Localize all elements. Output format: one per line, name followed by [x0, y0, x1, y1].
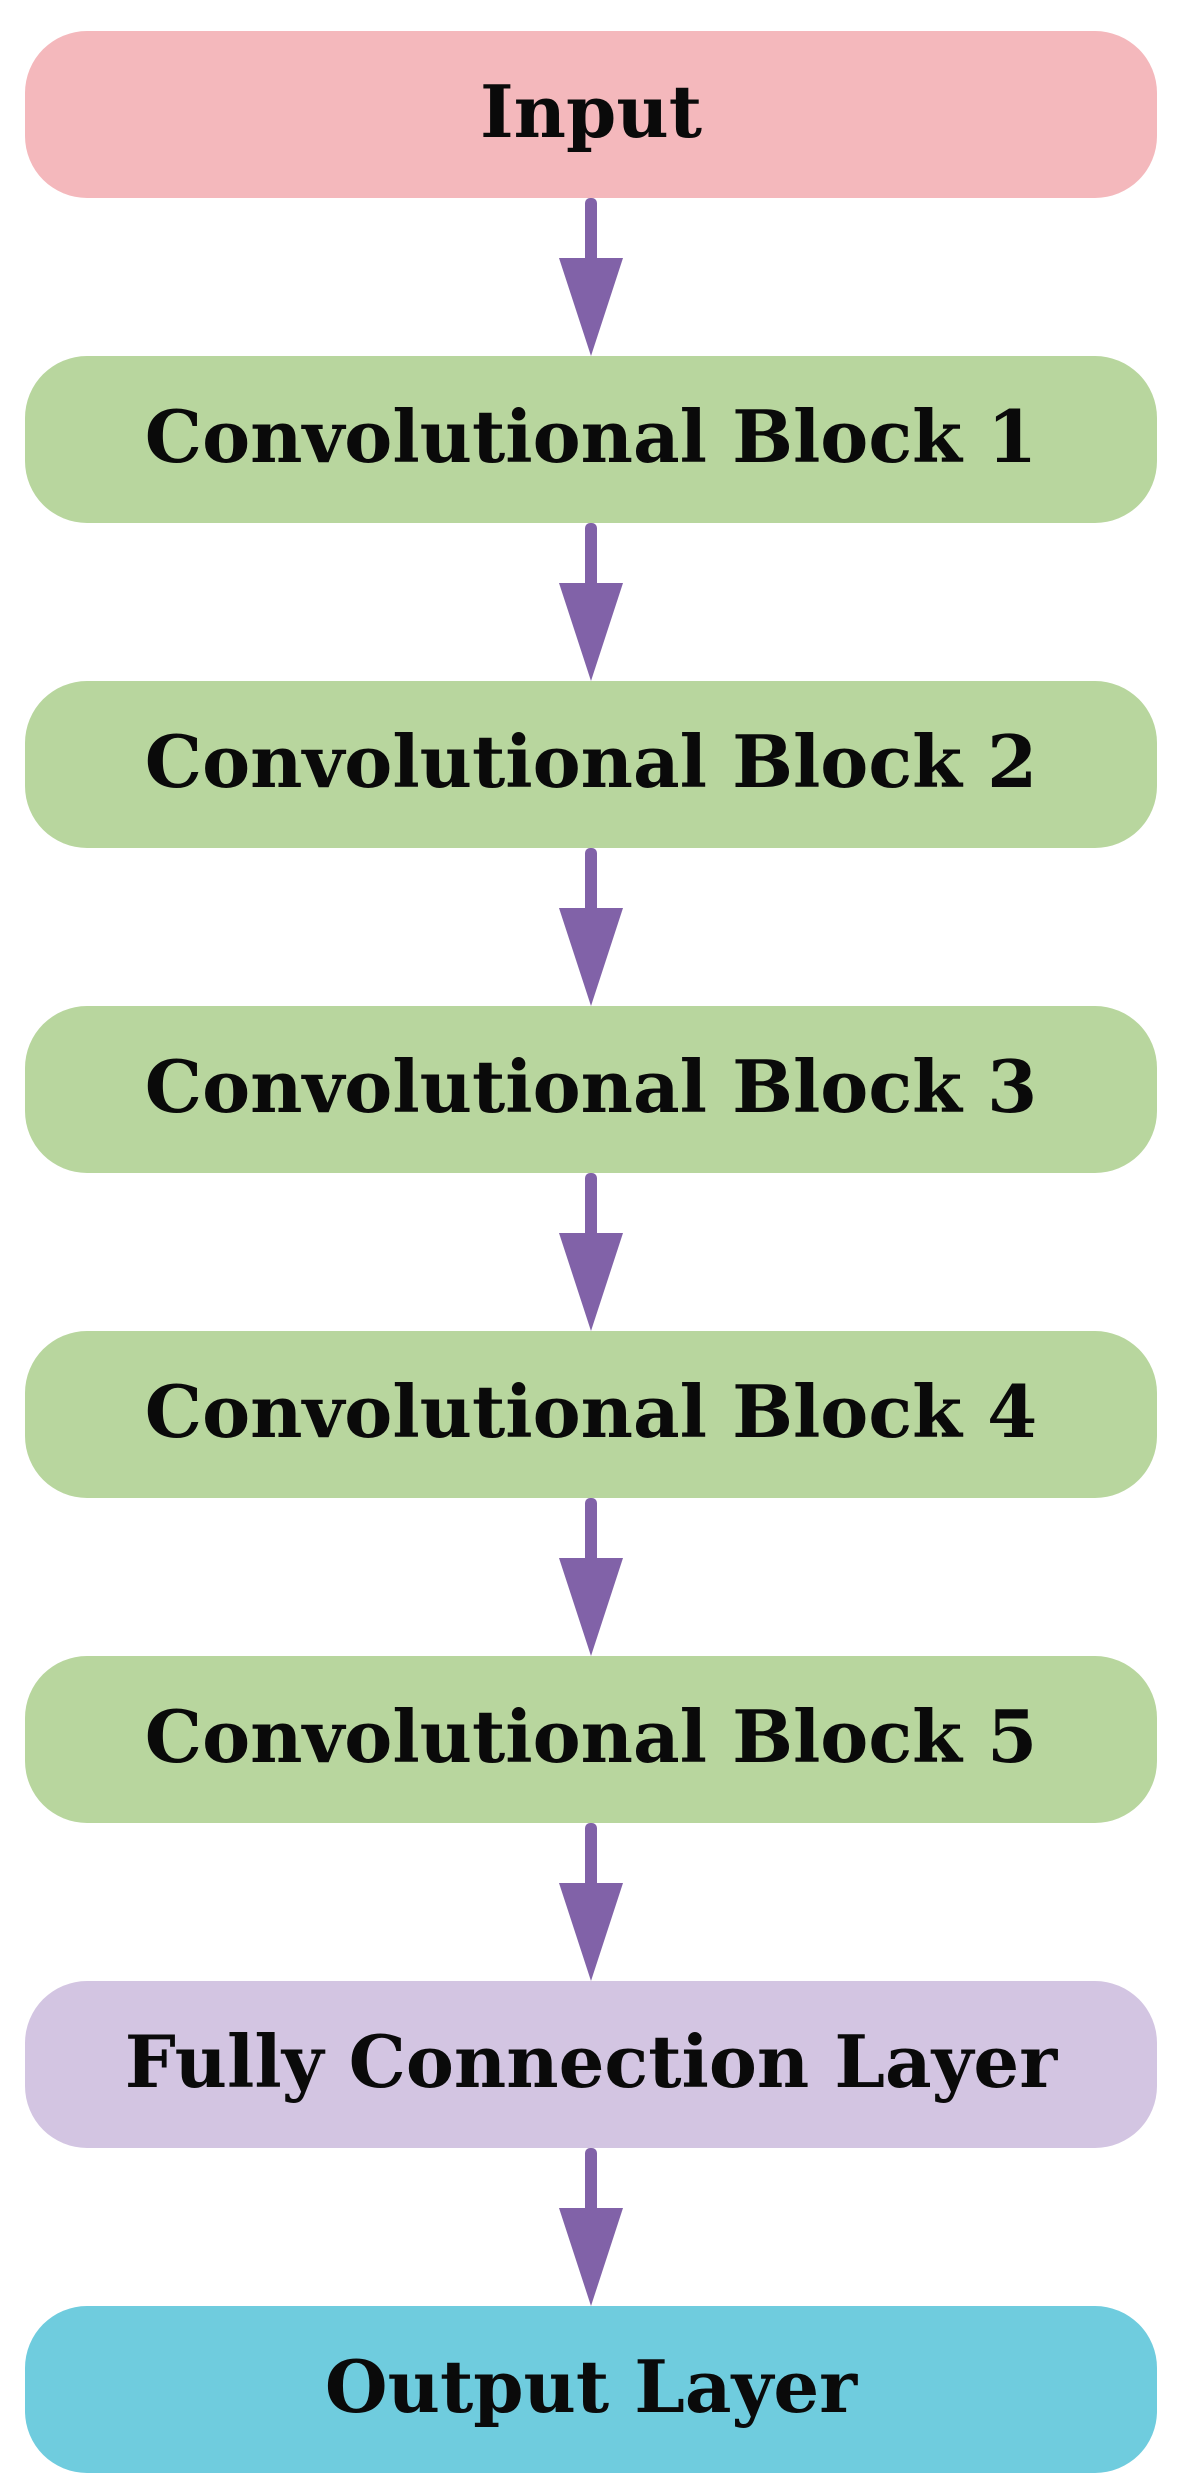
- arrow-stem: [585, 523, 597, 593]
- flow-node-output-layer: Output Layer: [25, 2306, 1157, 2473]
- flow-arrow-down: [558, 523, 624, 681]
- flow-node-fully-connection-layer: Fully Connection Layer: [25, 1981, 1157, 2148]
- flow-node-label: Convolutional Block 1: [144, 393, 1038, 479]
- flow-arrow-down: [558, 848, 624, 1006]
- arrow-stem: [585, 198, 597, 268]
- arrow-head-icon: [559, 908, 623, 1006]
- flow-arrow-down: [558, 1173, 624, 1331]
- arrow-stem: [585, 1173, 597, 1243]
- arrow-head-icon: [559, 2208, 623, 2306]
- flow-node-conv-block-5: Convolutional Block 5: [25, 1656, 1157, 1823]
- arrow-head-icon: [559, 583, 623, 681]
- arrow-stem: [585, 848, 597, 918]
- flow-node-conv-block-4: Convolutional Block 4: [25, 1331, 1157, 1498]
- flow-node-conv-block-3: Convolutional Block 3: [25, 1006, 1157, 1173]
- flow-node-label: Convolutional Block 3: [144, 1043, 1038, 1129]
- flow-node-label: Convolutional Block 4: [144, 1368, 1038, 1454]
- arrow-head-icon: [559, 1233, 623, 1331]
- flow-node-label: Input: [480, 68, 702, 154]
- arrow-head-icon: [559, 258, 623, 356]
- flow-node-input: Input: [25, 31, 1157, 198]
- arrow-head-icon: [559, 1883, 623, 1981]
- flow-arrow-down: [558, 1498, 624, 1656]
- flow-node-label: Convolutional Block 2: [144, 718, 1038, 804]
- flow-node-label: Convolutional Block 5: [144, 1693, 1038, 1779]
- flow-node-label: Output Layer: [324, 2343, 858, 2429]
- flow-arrow-down: [558, 2148, 624, 2306]
- arrow-stem: [585, 1823, 597, 1893]
- flow-arrow-down: [558, 198, 624, 356]
- flow-arrow-down: [558, 1823, 624, 1981]
- arrow-head-icon: [559, 1558, 623, 1656]
- arrow-stem: [585, 2148, 597, 2218]
- arrow-stem: [585, 1498, 597, 1568]
- flow-node-conv-block-2: Convolutional Block 2: [25, 681, 1157, 848]
- flow-node-label: Fully Connection Layer: [124, 2018, 1058, 2104]
- flow-node-conv-block-1: Convolutional Block 1: [25, 356, 1157, 523]
